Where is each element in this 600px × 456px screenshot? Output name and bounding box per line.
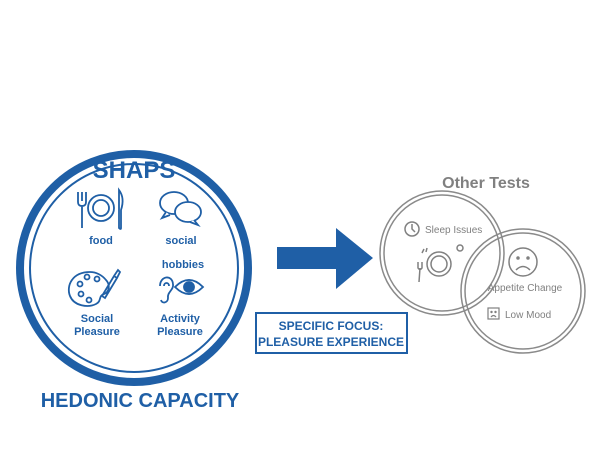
focus-box	[255, 312, 408, 354]
social-label: social	[165, 235, 196, 247]
low-mood-label: Low Mood	[505, 310, 551, 321]
food-label: food	[89, 235, 113, 247]
focus-line-2: PLEASURE EXPERIENCE	[258, 335, 404, 349]
palette-icon	[68, 268, 122, 307]
other-tests-title: Other Tests	[442, 175, 530, 192]
low-mood-icon	[487, 307, 500, 320]
arrow-right-icon	[277, 228, 373, 289]
hedonic-capacity-caption: HEDONIC CAPACITY	[41, 390, 240, 412]
activity-pleasure-label-2: Pleasure	[157, 326, 203, 338]
fork-plate-knife-icon	[77, 187, 124, 230]
shaps-title: SHAPS	[93, 157, 176, 184]
other-tests-circles	[379, 190, 586, 354]
social-pleasure-label-2: Pleasure	[74, 326, 120, 338]
sad-face-icon	[508, 247, 538, 277]
shaps-circle	[16, 150, 252, 386]
ear-eye-icon	[159, 276, 205, 304]
appetite-change-label: Appetite Change	[488, 283, 563, 294]
hobbies-label: hobbies	[162, 259, 204, 271]
social-pleasure-label-1: Social	[81, 313, 113, 325]
plate-icon	[417, 244, 464, 283]
activity-pleasure-label-1: Activity	[160, 313, 201, 325]
speech-bubbles-icon	[159, 191, 202, 227]
focus-line-1: SPECIFIC FOCUS:	[279, 319, 384, 333]
clock-icon	[404, 221, 420, 237]
sleep-issues-label: Sleep Issues	[425, 225, 482, 236]
